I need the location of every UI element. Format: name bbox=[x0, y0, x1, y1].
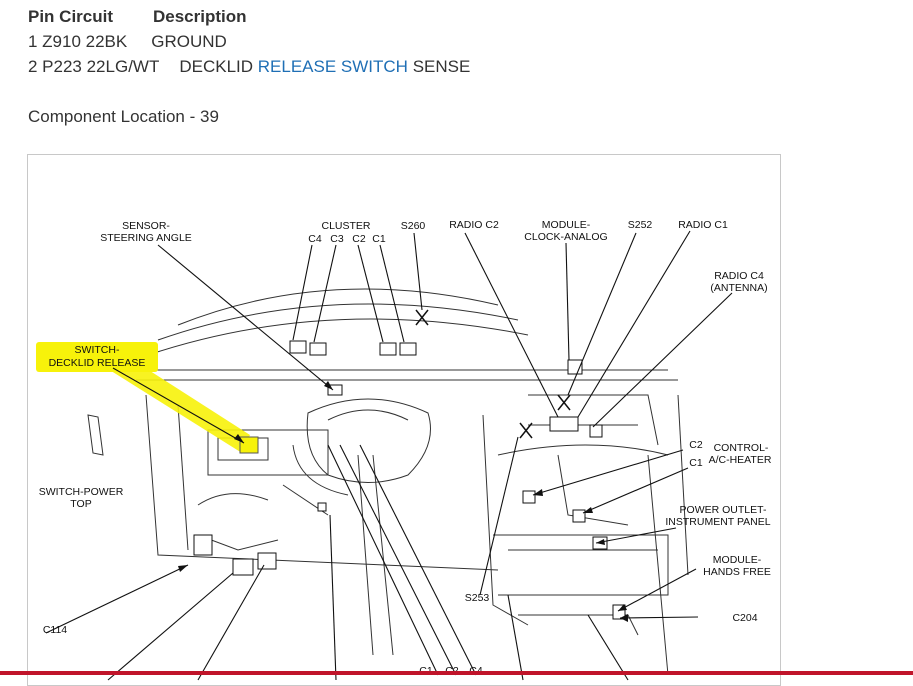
release-switch-link[interactable]: RELEASE SWITCH bbox=[257, 57, 408, 76]
label-module-hands-1: MODULE- bbox=[713, 554, 762, 566]
label-c4-top: C4 bbox=[308, 233, 322, 245]
label-c3-top: C3 bbox=[330, 233, 344, 245]
label-control-2: A/C-HEATER bbox=[709, 454, 772, 466]
label-c1-right: C1 bbox=[689, 457, 703, 469]
pin-table-header: Pin Circuit Description bbox=[28, 7, 247, 27]
pin-circuit-header: Pin Circuit bbox=[28, 7, 114, 26]
pin-circuit-2: 2 P223 22LG/WT bbox=[28, 57, 160, 76]
label-c2-right: C2 bbox=[689, 439, 703, 451]
label-radio-c4-1: RADIO C4 bbox=[714, 270, 764, 282]
diagram-svg: SENSOR- STEERING ANGLE CLUSTER C4 C3 C2 … bbox=[36, 219, 772, 681]
diagram-labels: SENSOR- STEERING ANGLE CLUSTER C4 C3 C2 … bbox=[39, 219, 772, 677]
label-cluster: CLUSTER bbox=[321, 220, 370, 232]
label-sensor-steering-1: SENSOR- bbox=[122, 220, 170, 232]
label-c114: C114 bbox=[43, 624, 67, 636]
bottom-accent-bar bbox=[0, 671, 913, 675]
label-c204: C204 bbox=[732, 612, 757, 624]
pin-row-1: 1 Z910 22BK GROUND bbox=[28, 32, 227, 52]
description-header: Description bbox=[153, 7, 247, 26]
description-2-pre: DECKLID bbox=[179, 57, 258, 76]
label-radio-c4-2: (ANTENNA) bbox=[710, 282, 767, 294]
label-radio-c2: RADIO C2 bbox=[449, 219, 499, 231]
label-switch-power-2: TOP bbox=[70, 498, 91, 510]
label-c1-top: C1 bbox=[372, 233, 386, 245]
label-sensor-steering-2: STEERING ANGLE bbox=[100, 232, 192, 244]
label-s252: S252 bbox=[628, 219, 653, 231]
label-s253: S253 bbox=[465, 592, 490, 604]
label-switch-power-1: SWITCH-POWER bbox=[39, 486, 124, 498]
decklid-switch-highlight bbox=[36, 342, 259, 454]
label-module-hands-2: HANDS FREE bbox=[703, 566, 771, 578]
description-1: GROUND bbox=[151, 32, 227, 51]
arrow-heads bbox=[178, 381, 628, 622]
pin-row-2: 2 P223 22LG/WT DECKLID RELEASE SWITCH SEN… bbox=[28, 57, 470, 77]
label-s260: S260 bbox=[401, 220, 426, 232]
label-switch-decklid-1: SWITCH- bbox=[75, 344, 120, 356]
label-c2-top: C2 bbox=[352, 233, 366, 245]
splice-x-marks bbox=[415, 309, 571, 439]
label-module-clock-2: CLOCK-ANALOG bbox=[524, 231, 607, 243]
leader-lines bbox=[45, 230, 733, 681]
component-location: Component Location - 39 bbox=[28, 107, 219, 126]
label-control-1: CONTROL- bbox=[714, 442, 769, 454]
label-power-outlet-2: INSTRUMENT PANEL bbox=[665, 516, 770, 528]
wiring-location-diagram: SENSOR- STEERING ANGLE CLUSTER C4 C3 C2 … bbox=[27, 154, 781, 686]
label-radio-c1: RADIO C1 bbox=[678, 219, 728, 231]
dashboard-outline bbox=[87, 288, 689, 676]
connector-shapes bbox=[193, 340, 626, 620]
label-module-clock-1: MODULE- bbox=[542, 219, 591, 231]
label-power-outlet-1: POWER OUTLET- bbox=[680, 504, 767, 516]
label-switch-decklid-2: DECKLID RELEASE bbox=[49, 357, 146, 369]
pin-circuit-1: 1 Z910 22BK bbox=[28, 32, 128, 51]
description-2-post: SENSE bbox=[407, 57, 471, 76]
